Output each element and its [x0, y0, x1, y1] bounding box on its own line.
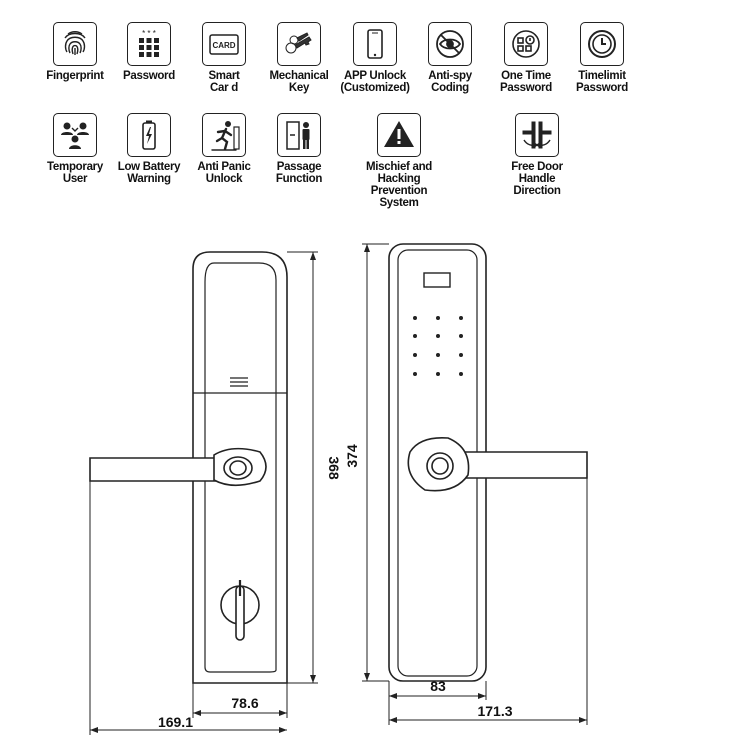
svg-text:* * *: * * *: [142, 29, 156, 38]
key-icon: [277, 22, 321, 66]
feature-label: Mechanical Key: [269, 70, 329, 94]
handle-direction-icon: [515, 113, 559, 157]
feature-fingerprint: Fingerprint: [35, 22, 115, 82]
feature-label: Password: [123, 70, 175, 82]
feature-password: * * * Password: [109, 22, 189, 82]
feature-label: One Time Password: [500, 70, 552, 94]
dimension-lines: [89, 243, 588, 735]
feature-timelimit-password: Timelimit Password: [562, 22, 642, 94]
card-text: CARD: [212, 41, 235, 50]
warning-icon: [377, 113, 421, 157]
front-display: [423, 272, 451, 288]
feature-label: Free Door Handle Direction: [511, 161, 563, 197]
feature-app-unlock: APP Unlock (Customized): [335, 22, 415, 94]
thumb-turn: [220, 580, 260, 641]
dim-back-width: 78.6: [231, 695, 258, 711]
back-panel-view: [89, 251, 288, 684]
running-man-icon: [202, 113, 246, 157]
dim-back-height: 368: [326, 456, 342, 480]
feature-label: Smart Car d: [208, 70, 240, 94]
feature-mischief-prevention: Mischief and Hacking Prevention System: [359, 113, 439, 209]
feature-smart-card: CARD Smart Car d: [184, 22, 264, 94]
feature-label: Fingerprint: [46, 70, 104, 82]
feature-label: Passage Function: [275, 161, 323, 185]
dim-front-height: 374: [344, 444, 360, 468]
front-panel-view: [388, 243, 588, 682]
dim-front-width: 83: [430, 678, 446, 694]
clock-icon: [580, 22, 624, 66]
keypad-icon: * * *: [127, 22, 171, 66]
front-handle-lever: [459, 451, 588, 479]
feature-temporary-user: Temporary User: [35, 113, 115, 185]
feature-label: APP Unlock (Customized): [340, 70, 410, 94]
front-fingerprint-reader: [426, 452, 454, 480]
door-person-icon: [277, 113, 321, 157]
card-icon: CARD: [202, 22, 246, 66]
feature-anti-spy: Anti-spy Coding: [410, 22, 490, 94]
fingerprint-icon: [53, 22, 97, 66]
battery-cover-slot: [230, 377, 248, 387]
one-time-code-icon: [504, 22, 548, 66]
dim-back-total-width: 169.1: [158, 714, 193, 730]
battery-icon: [127, 113, 171, 157]
dimension-labels: 368 374 78.6 169.1 83 171.3: [158, 444, 513, 730]
feature-label: Timelimit Password: [576, 70, 628, 94]
feature-free-handle-direction: Free Door Handle Direction: [497, 113, 577, 197]
dim-front-total-width: 171.3: [477, 703, 512, 719]
feature-one-time-password: One Time Password: [486, 22, 566, 94]
feature-mechanical-key: Mechanical Key: [259, 22, 339, 94]
back-handle-lever: [89, 457, 221, 482]
feature-anti-panic: Anti Panic Unlock: [184, 113, 264, 185]
phone-icon: [353, 22, 397, 66]
eye-slash-icon: [428, 22, 472, 66]
feature-label: Anti Panic Unlock: [197, 161, 251, 185]
front-keypad: [413, 316, 463, 376]
feature-label: Temporary User: [47, 161, 103, 185]
users-icon: [53, 113, 97, 157]
feature-label: Mischief and Hacking Prevention System: [365, 161, 433, 209]
feature-label: Low Battery Warning: [117, 161, 181, 185]
feature-label: Anti-spy Coding: [428, 70, 472, 94]
feature-passage: Passage Function: [259, 113, 339, 185]
back-handle-knob: [223, 456, 253, 480]
back-panel-trim: [204, 262, 277, 673]
feature-low-battery: Low Battery Warning: [109, 113, 189, 185]
